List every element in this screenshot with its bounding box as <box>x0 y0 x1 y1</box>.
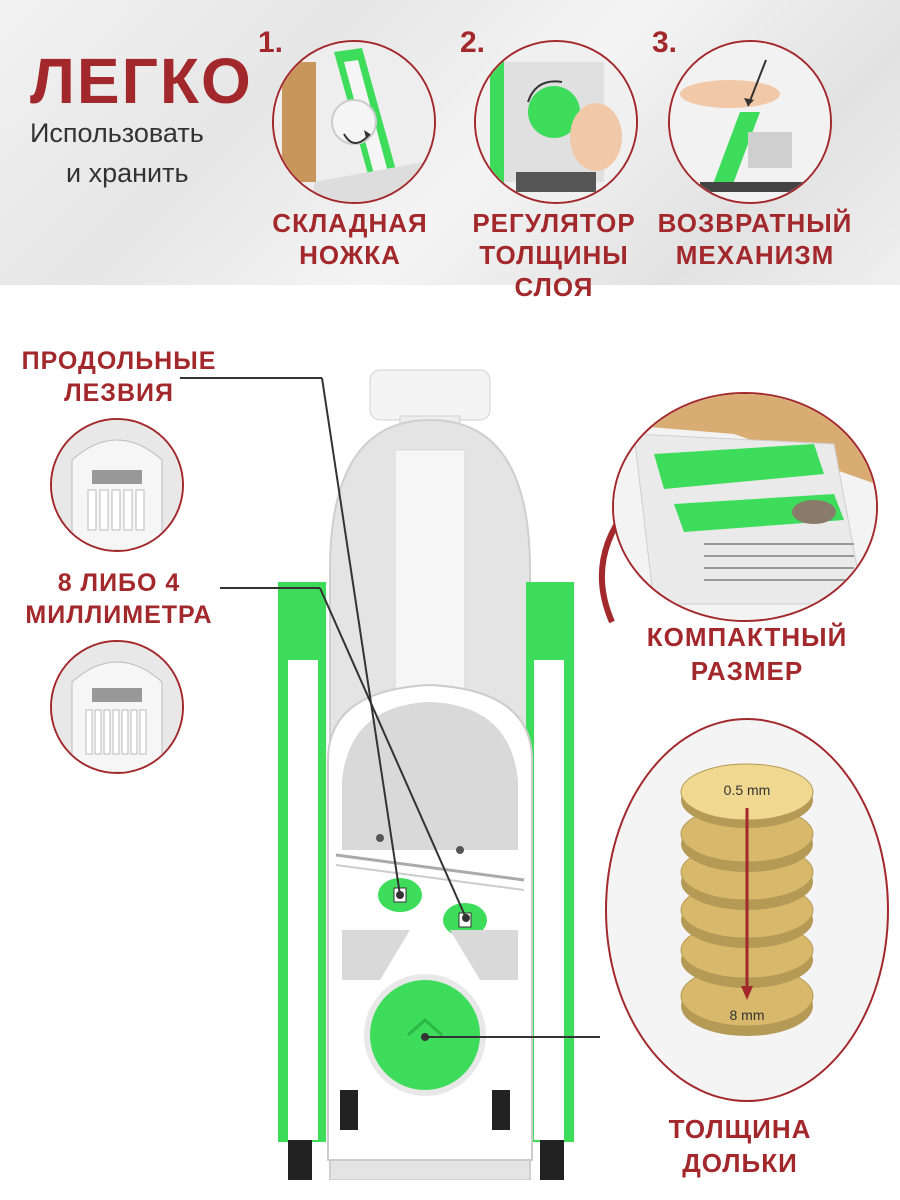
compact-drawer-photo <box>612 392 878 622</box>
header-title: ЛЕГКО <box>30 45 253 117</box>
size-caption-line2: МИЛЛИМЕТРА <box>25 601 213 629</box>
blades-caption-line2: ЛЕЗВИЯ <box>64 379 174 407</box>
step-1-number: 1. <box>258 26 284 59</box>
size-caption-line1: 8 ЛИБО 4 <box>57 569 181 597</box>
step-2-caption-line3: СЛОЯ <box>514 272 594 302</box>
compact-caption-line1: КОМПАКТНЫЙ <box>646 622 848 652</box>
step-3-photo <box>668 40 832 204</box>
thickness-oval: 0.5 mm 8 mm <box>605 718 889 1102</box>
blade-8mm-photo <box>50 418 184 552</box>
step-3-caption-line1: ВОЗВРАТНЫЙ <box>657 208 853 238</box>
step-2-photo <box>474 40 638 204</box>
blades-caption-line1: ПРОДОЛЬНЫЕ <box>21 347 217 375</box>
step-3-caption-line2: МЕХАНИЗМ <box>675 240 835 270</box>
step-1-caption-line2: НОЖКА <box>299 240 401 270</box>
header-subtitle-line1: Использовать <box>30 118 204 148</box>
step-2-number: 2. <box>460 26 486 59</box>
step-1-caption-line1: СКЛАДНАЯ <box>272 208 428 238</box>
thickness-max-label: 8 mm <box>729 1007 765 1023</box>
step-2-caption-line1: РЕГУЛЯТОР <box>472 208 636 238</box>
compact-caption-line2: РАЗМЕР <box>690 656 804 686</box>
step-3-number: 3. <box>652 26 678 59</box>
blade-4mm-photo <box>50 640 184 774</box>
thickness-min-label: 0.5 mm <box>723 782 771 798</box>
thickness-caption-line1: ТОЛЩИНА <box>668 1114 812 1144</box>
header-subtitle-line2: и хранить <box>66 158 189 188</box>
step-2-caption-line2: ТОЛЩИНЫ <box>479 240 629 270</box>
thickness-caption-line2: ДОЛЬКИ <box>682 1148 798 1178</box>
step-1-photo <box>272 40 436 204</box>
